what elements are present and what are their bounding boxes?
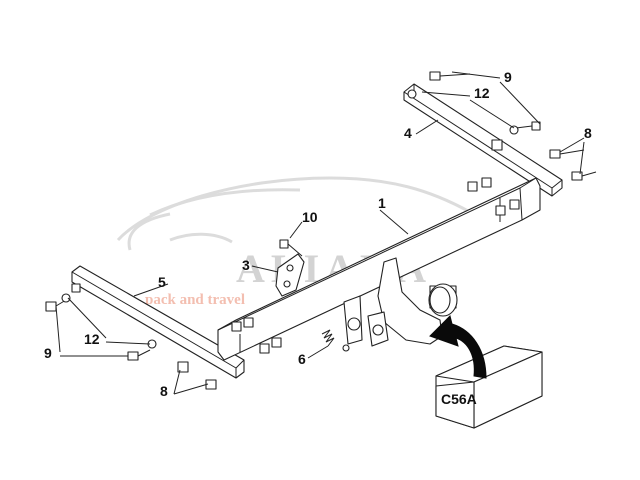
callout-labels: 1 10 3 4 5 6 9 12 8 12 9 8 [44, 69, 592, 399]
right-fasteners [407, 71, 597, 216]
part-4-right-bracket [403, 83, 563, 197]
leader-lines [55, 71, 585, 395]
part-6-spring [321, 329, 350, 352]
arrow-to-kit [429, 315, 487, 379]
wiring-kit-box: C56A [435, 345, 543, 429]
callout-8-right: 8 [584, 125, 592, 141]
watermark-car-logo [116, 176, 471, 251]
part-5-left-bracket [71, 265, 245, 379]
callout-6: 6 [298, 351, 306, 367]
callout-12-right: 12 [474, 85, 490, 101]
part-10-bolt [279, 239, 303, 257]
callout-4: 4 [404, 125, 412, 141]
tow-ball-assembly [343, 257, 458, 347]
callout-9-left: 9 [44, 345, 52, 361]
part-3-mount-bracket [275, 253, 305, 297]
callout-5: 5 [158, 274, 166, 290]
watermark-tagline: pack and travel [145, 292, 245, 308]
callout-10: 10 [302, 209, 318, 225]
callout-8-left: 8 [160, 383, 168, 399]
callout-3: 3 [242, 257, 250, 273]
callout-9-right: 9 [504, 69, 512, 85]
kit-code: C56A [441, 391, 477, 407]
callout-12-left: 12 [84, 331, 100, 347]
callout-1: 1 [378, 195, 386, 211]
part-1-cross-beam [217, 177, 541, 361]
